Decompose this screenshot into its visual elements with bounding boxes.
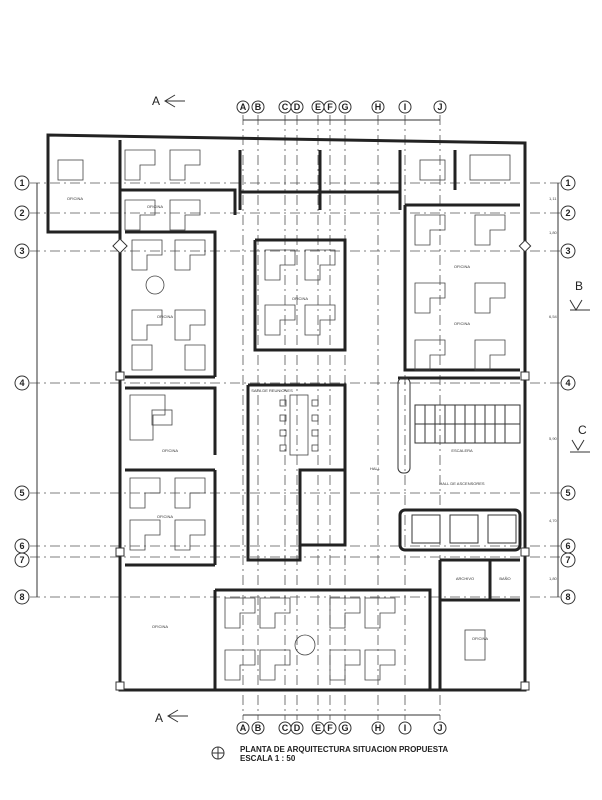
- svg-text:1,11: 1,11: [549, 196, 557, 201]
- svg-text:F: F: [327, 102, 333, 112]
- section-mark-c: C: [570, 423, 590, 453]
- svg-text:H: H: [375, 102, 382, 112]
- svg-text:1,80: 1,80: [549, 230, 558, 235]
- svg-text:G: G: [341, 102, 348, 112]
- interior-walls: [118, 140, 522, 690]
- svg-text:6: 6: [565, 541, 570, 551]
- svg-text:OFICINA: OFICINA: [147, 204, 164, 209]
- svg-text:6: 6: [19, 541, 24, 551]
- svg-text:3: 3: [565, 246, 570, 256]
- svg-text:OFICINA: OFICINA: [157, 514, 174, 519]
- svg-text:OFICINA: OFICINA: [157, 314, 174, 319]
- svg-text:4: 4: [19, 378, 24, 388]
- svg-text:C: C: [282, 723, 289, 733]
- drawing-scale: ESCALA 1 : 50: [240, 754, 296, 763]
- svg-text:OFICINA: OFICINA: [472, 636, 489, 641]
- svg-text:J: J: [437, 723, 442, 733]
- svg-text:B: B: [575, 279, 583, 293]
- column-axis-bubbles-top: A B C D E F G H I J: [236, 100, 447, 114]
- svg-text:A: A: [155, 711, 163, 725]
- svg-text:A: A: [240, 723, 247, 733]
- svg-text:6,54: 6,54: [549, 314, 558, 319]
- svg-text:5,90: 5,90: [549, 436, 558, 441]
- svg-text:1: 1: [565, 178, 570, 188]
- exterior-walls: [46, 133, 532, 692]
- svg-text:SALA DE REUNIONES: SALA DE REUNIONES: [251, 388, 293, 393]
- svg-text:OFICINA: OFICINA: [292, 296, 309, 301]
- svg-text:5: 5: [565, 488, 570, 498]
- svg-text:B: B: [255, 723, 262, 733]
- svg-text:OFICINA: OFICINA: [152, 624, 169, 629]
- drawing-title-block: PLANTA DE ARQUITECTURA SITUACION PROPUES…: [211, 745, 448, 763]
- section-mark-a-bottom: A: [155, 709, 188, 725]
- conference-table: [279, 394, 319, 456]
- svg-text:4,70: 4,70: [549, 518, 558, 523]
- row-axis-bubbles-left: 1 2 3 4 5 6 7 8: [14, 175, 30, 605]
- stairs: [414, 404, 521, 444]
- svg-text:H: H: [375, 723, 382, 733]
- svg-text:HALL DE ASCENSORES: HALL DE ASCENSORES: [439, 481, 485, 486]
- svg-text:E: E: [315, 723, 321, 733]
- svg-text:7: 7: [19, 555, 24, 565]
- svg-text:3: 3: [19, 246, 24, 256]
- svg-text:OFICINA: OFICINA: [454, 321, 471, 326]
- drawing-title: PLANTA DE ARQUITECTURA SITUACION PROPUES…: [240, 745, 448, 754]
- row-axis-bubbles-right: 1 2 3 4 5 6 7 8: [560, 175, 576, 605]
- svg-text:OFICINA: OFICINA: [454, 264, 471, 269]
- svg-text:2: 2: [19, 208, 24, 218]
- svg-text:G: G: [341, 723, 348, 733]
- elevators: [411, 514, 517, 544]
- svg-text:OFICINA: OFICINA: [162, 448, 179, 453]
- svg-text:OFICINA: OFICINA: [67, 196, 84, 201]
- row-dimensions: 1,11 1,80 6,54 5,90 4,70 1,80: [549, 196, 558, 581]
- svg-text:D: D: [294, 723, 301, 733]
- svg-text:J: J: [437, 102, 442, 112]
- svg-text:A: A: [152, 94, 160, 108]
- svg-text:7: 7: [565, 555, 570, 565]
- svg-text:BAÑO: BAÑO: [499, 576, 510, 581]
- svg-text:A: A: [240, 102, 247, 112]
- svg-text:8: 8: [565, 592, 570, 602]
- svg-text:ARCHIVO: ARCHIVO: [456, 576, 474, 581]
- svg-text:ESCALERA: ESCALERA: [451, 448, 473, 453]
- svg-text:C: C: [578, 423, 587, 437]
- room-labels: OFICINA OFICINA OFICINA OFICINA OFICINA …: [67, 196, 511, 641]
- svg-text:F: F: [327, 723, 333, 733]
- workstations: [57, 149, 511, 681]
- section-mark-a-top: A: [152, 94, 185, 108]
- svg-text:HALL: HALL: [370, 466, 381, 471]
- section-mark-b: B: [569, 279, 590, 311]
- svg-text:I: I: [404, 102, 407, 112]
- svg-text:2: 2: [565, 208, 570, 218]
- svg-text:B: B: [255, 102, 262, 112]
- svg-text:4: 4: [565, 378, 570, 388]
- svg-text:1,80: 1,80: [549, 576, 558, 581]
- svg-text:C: C: [282, 102, 289, 112]
- svg-text:1: 1: [19, 178, 24, 188]
- svg-text:D: D: [294, 102, 301, 112]
- column-axis-bubbles-bottom: A B C D E F G H I J: [236, 721, 447, 735]
- svg-text:I: I: [404, 723, 407, 733]
- svg-text:8: 8: [19, 592, 24, 602]
- svg-text:E: E: [315, 102, 321, 112]
- svg-text:5: 5: [19, 488, 24, 498]
